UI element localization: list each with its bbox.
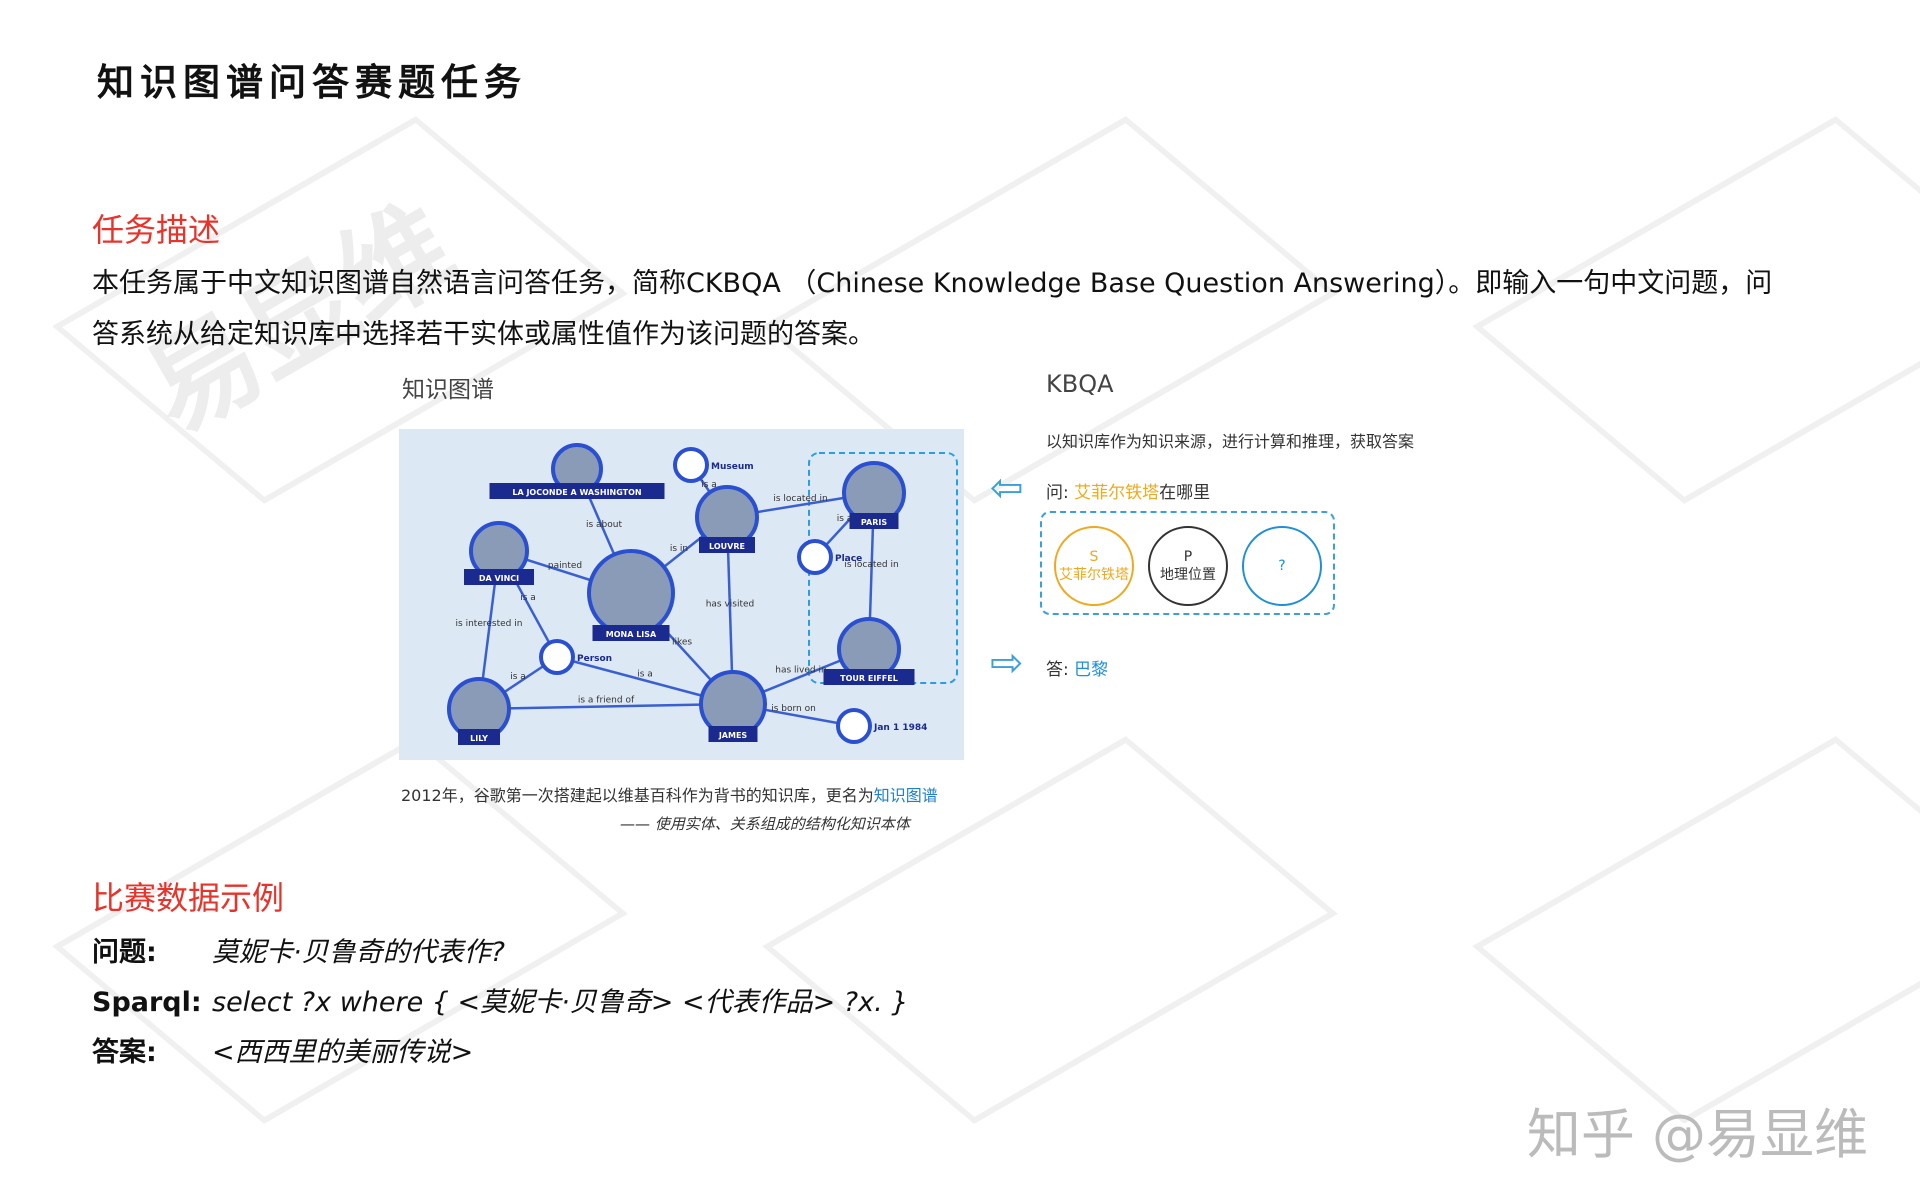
edge-label: has lived in [775,666,826,676]
node-label: Museum [711,462,754,472]
edge-label: is about [586,520,622,530]
caption-highlight: 知识图谱 [873,786,938,805]
node-label: LOUVRE [709,542,745,551]
answer-text: <西西里的美丽传说> [212,1037,474,1068]
section-heading-task: 任务描述 [92,211,221,249]
kbqa-question: 问: 艾菲尔铁塔在哪里 [1046,478,1210,503]
edge-label: is a [520,593,536,603]
edge-label: is a friend of [578,696,635,706]
edge-label: has visited [706,600,755,610]
node-label: LILY [470,734,488,743]
triple-box: S 艾菲尔铁塔 P 地理位置 ? [1040,511,1335,615]
edge-label: is located in [844,560,898,570]
question-text: 莫妮卡·贝鲁奇的代表作? [212,937,505,968]
example-sparql: Sparql: select ?x where { <莫妮卡·贝鲁奇> <代表作品… [92,980,908,1019]
q-entity: 艾菲尔铁塔 [1074,483,1160,503]
node-label: Place [835,554,862,564]
s-label: S [1089,549,1099,565]
edge-label: is located in [773,494,827,504]
edge-label: is interested in [456,619,523,629]
edge-label: is a [837,514,853,524]
task-description: 本任务属于中文知识图谱自然语言问答任务，简称CKBQA （Chinese Kno… [92,268,1773,350]
q-suffix: 在哪里 [1159,483,1211,503]
footer-watermark: 知乎 @易显维 [1526,1103,1868,1166]
edge-label: is a [637,670,653,680]
sparql-label: Sparql: [92,987,202,1018]
example-answer: 答案: <西西里的美丽传说> [92,1030,473,1069]
edge-label: is in [670,544,688,554]
graph-node [587,549,675,637]
node-label: MONA LISA [606,630,657,639]
graph-node [539,639,575,675]
o-value: ? [1278,558,1286,574]
watermark-shape [1472,736,1920,1124]
predicate-circle: P 地理位置 [1148,526,1228,606]
arrow-right-icon: ⇨ [990,640,1024,686]
page-title: 知识图谱问答赛题任务 [97,61,527,104]
p-label: P [1183,549,1193,565]
object-circle: ? [1242,526,1322,606]
node-label: TOUR EIFFEL [840,674,898,683]
edge-label: is a [701,480,717,490]
node-label: Person [577,654,612,664]
edge-label: likes [672,638,692,648]
p-value: 地理位置 [1160,567,1216,583]
arrow-left-icon: ⇦ [990,465,1024,511]
question-label: 问题: [92,937,157,968]
answer-label: 答案: [92,1037,157,1068]
node-label: PARIS [861,518,887,527]
edge-label: is a [510,672,526,682]
section-heading-example: 比赛数据示例 [92,879,285,917]
edge-label: is born on [771,704,816,714]
kbqa-label: KBQA [1046,370,1114,398]
subject-circle: S 艾菲尔铁塔 [1054,526,1134,606]
graph-node [673,447,709,483]
node-label: JAMES [718,731,748,740]
kg-label: 知识图谱 [402,377,494,403]
example-question: 问题: 莫妮卡·贝鲁奇的代表作? [92,930,505,969]
a-value: 巴黎 [1074,660,1109,680]
q-prefix: 问: [1046,483,1075,503]
sparql-text: select ?x where { <莫妮卡·贝鲁奇> <代表作品> ?x. } [212,987,909,1018]
a-prefix: 答: [1046,660,1075,680]
edge-label: painted [548,561,582,571]
node-label: Jan 1 1984 [873,723,927,733]
kg-caption-sub: —— 使用实体、关系组成的结构化知识本体 [620,815,910,833]
kg-caption: 2012年，谷歌第一次搭建起以维基百科作为背书的知识库，更名为知识图谱 [401,782,938,806]
knowledge-graph-image: is about is a is located in painted is in is … [399,429,964,760]
graph-node [797,539,833,575]
node-label: DA VINCI [479,574,519,583]
graph-node [836,708,872,744]
graph-edge [478,702,734,711]
caption-text: 2012年，谷歌第一次搭建起以维基百科作为背书的知识库，更名为 [401,786,874,805]
node-label: LA JOCONDE A WASHINGTON [512,488,641,497]
s-value: 艾菲尔铁塔 [1059,567,1129,583]
kbqa-subtitle: 以知识库作为知识来源，进行计算和推理，获取答案 [1046,432,1415,451]
kbqa-answer: 答: 巴黎 [1046,655,1108,680]
